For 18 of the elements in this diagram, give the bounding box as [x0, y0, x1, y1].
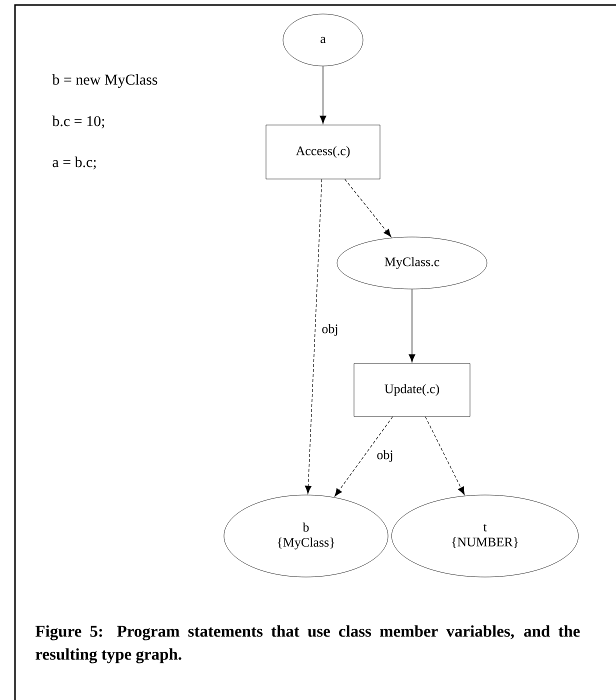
ellipse-node: b {MyClass}	[224, 494, 388, 578]
code-line: b.c = 10;	[52, 116, 104, 128]
process-box: Update(.c)	[354, 363, 470, 417]
edge-label: obj	[376, 449, 394, 463]
arrow	[344, 178, 392, 238]
code-line: b = new MyClass	[52, 74, 158, 88]
process-box: Access(.c)	[266, 124, 380, 180]
arrow	[334, 416, 393, 497]
ellipse-node: t {NUMBER}	[391, 494, 579, 578]
code-line: a = b.c;	[52, 156, 96, 170]
arrow	[425, 416, 465, 495]
arrow	[408, 288, 416, 362]
caption: Figure 5: Program statements that use class member variables, and the resulting type graph.	[35, 625, 580, 664]
arrow	[304, 178, 322, 494]
ellipse-node: a	[282, 14, 364, 66]
edge-label: obj	[320, 323, 340, 337]
ellipse-node: MyClass.c	[336, 236, 488, 290]
arrow	[320, 66, 326, 124]
